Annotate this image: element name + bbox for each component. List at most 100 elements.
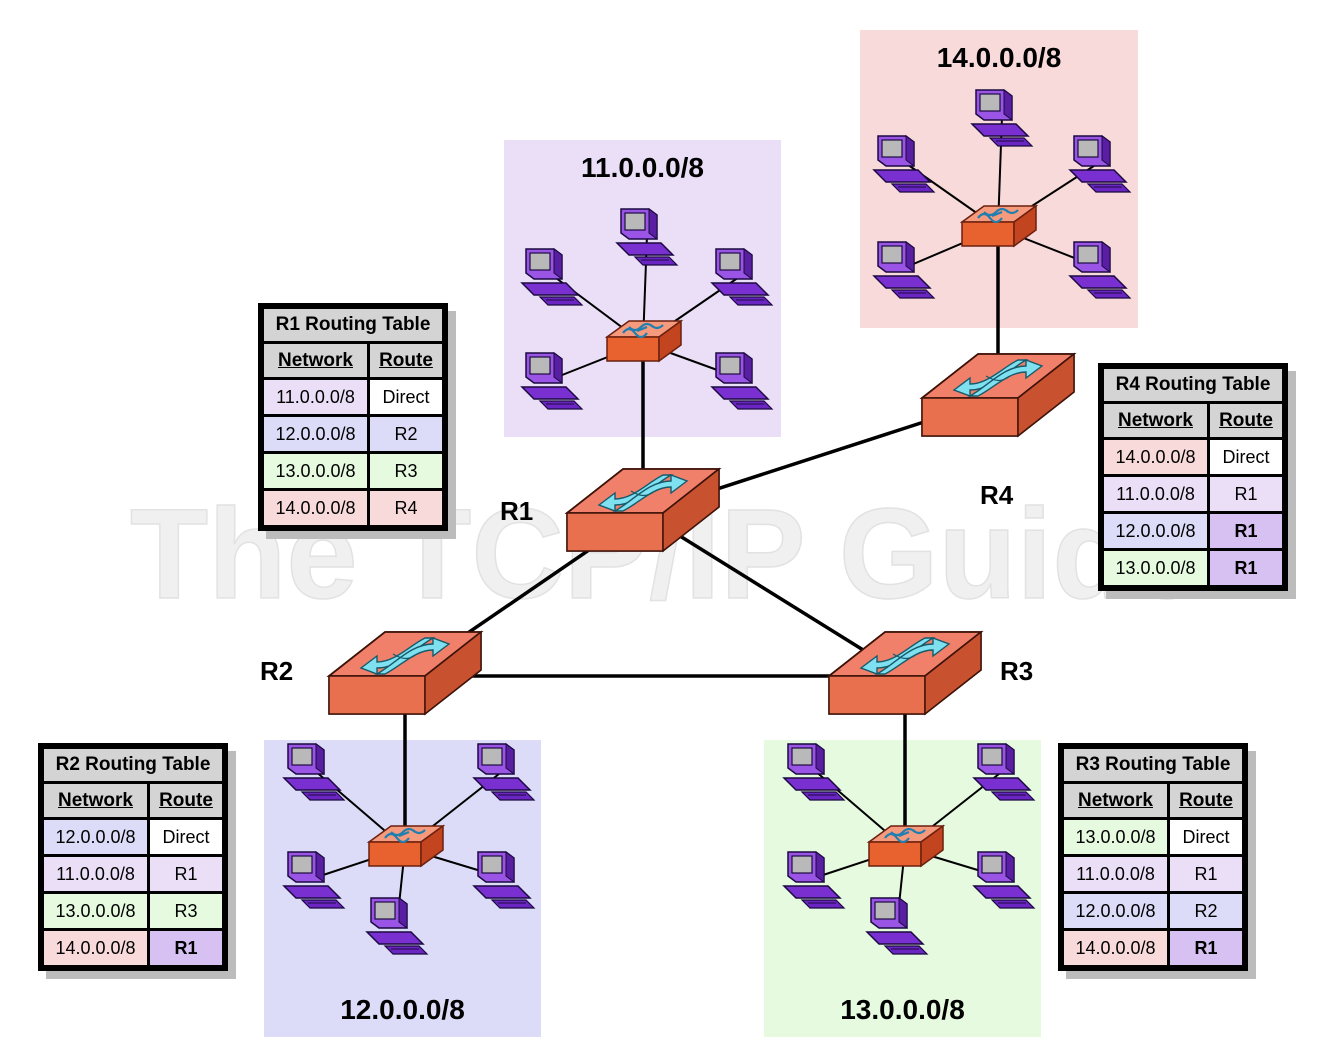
router-label-r1: R1 — [500, 496, 534, 526]
net12-computer-icon — [365, 897, 429, 955]
hub-icon — [866, 824, 946, 868]
net12-computer-icon — [472, 743, 536, 801]
hub-icon — [959, 204, 1039, 248]
route-network-cell: 13.0.0.0/8 — [44, 894, 147, 928]
routing-table-title: R1 Routing Table — [264, 309, 442, 341]
network-label-13: 13.0.0.0/8 — [840, 994, 965, 1025]
route-nexthop-cell: R2 — [1170, 894, 1242, 928]
route-network-cell: 14.0.0.0/8 — [1064, 931, 1167, 965]
net14-computer-icon — [970, 89, 1034, 147]
route-nexthop-cell: R1 — [150, 857, 222, 891]
route-nexthop-cell: Direct — [150, 820, 222, 854]
column-header-route: Route — [1210, 404, 1282, 437]
column-header-network: Network — [1064, 784, 1167, 817]
route-nexthop-cell: R1 — [1210, 514, 1282, 548]
link-r1-r3 — [642, 511, 906, 678]
route-network-cell: 13.0.0.0/8 — [1064, 820, 1167, 854]
column-header-network: Network — [1104, 404, 1207, 437]
net14-computer-icon — [1068, 135, 1132, 193]
hub-icon — [604, 319, 684, 363]
net12-computer-icon — [472, 851, 536, 909]
router-label-r4: R4 — [980, 480, 1014, 510]
column-header-route: Route — [370, 344, 442, 377]
route-network-cell: 11.0.0.0/8 — [1104, 477, 1207, 511]
routing-table-title: R2 Routing Table — [44, 749, 222, 781]
route-network-cell: 12.0.0.0/8 — [44, 820, 147, 854]
route-network-cell: 11.0.0.0/8 — [44, 857, 147, 891]
net11-computer-icon — [710, 352, 774, 410]
route-nexthop-cell: R3 — [370, 454, 442, 488]
route-nexthop-cell: R1 — [1170, 857, 1242, 891]
router-r3-icon — [826, 630, 984, 716]
route-network-cell: 11.0.0.0/8 — [264, 380, 367, 414]
router-r4-icon — [919, 352, 1077, 438]
route-nexthop-cell: Direct — [370, 380, 442, 414]
route-network-cell: 12.0.0.0/8 — [1064, 894, 1167, 928]
route-nexthop-cell: R2 — [370, 417, 442, 451]
net11-computer-icon — [520, 352, 584, 410]
net11-computer-icon — [615, 208, 679, 266]
route-nexthop-cell: R1 — [150, 931, 222, 965]
router-r1-icon — [564, 467, 722, 553]
route-network-cell: 11.0.0.0/8 — [1064, 857, 1167, 891]
router-label-r3: R3 — [1000, 656, 1034, 686]
route-nexthop-cell: R1 — [1170, 931, 1242, 965]
routing-table-title: R3 Routing Table — [1064, 749, 1242, 781]
route-network-cell: 14.0.0.0/8 — [1104, 440, 1207, 474]
net12-computer-icon — [282, 743, 346, 801]
net14-computer-icon — [872, 135, 936, 193]
router-label-r2: R2 — [260, 656, 294, 686]
route-nexthop-cell: R4 — [370, 491, 442, 525]
route-nexthop-cell: Direct — [1170, 820, 1242, 854]
net14-computer-icon — [1068, 241, 1132, 299]
column-header-network: Network — [44, 784, 147, 817]
route-network-cell: 14.0.0.0/8 — [44, 931, 147, 965]
column-header-network: Network — [264, 344, 367, 377]
route-network-cell: 14.0.0.0/8 — [264, 491, 367, 525]
routers-layer — [326, 352, 1077, 716]
hub-icon — [366, 824, 446, 868]
hubs-layer — [282, 89, 1132, 955]
network-label-11: 11.0.0.0/8 — [580, 152, 704, 183]
route-nexthop-cell: Direct — [1210, 440, 1282, 474]
net11-computer-icon — [520, 248, 584, 306]
router-r2-icon — [326, 630, 484, 716]
net13-computer-icon — [782, 743, 846, 801]
net13-computer-icon — [972, 743, 1036, 801]
route-nexthop-cell: R1 — [1210, 551, 1282, 585]
net13-computer-icon — [782, 851, 846, 909]
column-header-route: Route — [1170, 784, 1242, 817]
net14-computer-icon — [872, 241, 936, 299]
route-nexthop-cell: R3 — [150, 894, 222, 928]
net11-computer-icon — [710, 248, 774, 306]
route-network-cell: 13.0.0.0/8 — [1104, 551, 1207, 585]
routing-table-title: R4 Routing Table — [1104, 369, 1282, 401]
net12-computer-icon — [282, 851, 346, 909]
column-header-route: Route — [150, 784, 222, 817]
route-network-cell: 13.0.0.0/8 — [264, 454, 367, 488]
